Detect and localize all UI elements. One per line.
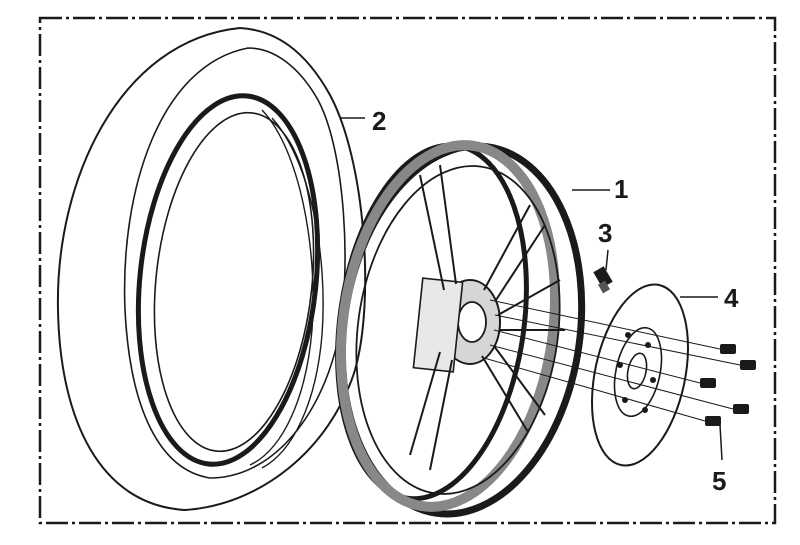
callout-5: 5 [712, 466, 726, 496]
valve [593, 266, 613, 294]
callout-1: 1 [614, 174, 628, 204]
bolts [700, 344, 756, 426]
brake-disc [591, 283, 689, 467]
callout-4: 4 [724, 283, 739, 313]
explode-lines [483, 299, 741, 422]
callout-3: 3 [598, 218, 612, 248]
diagram-frame [38, 16, 777, 525]
callout-2: 2 [372, 106, 386, 136]
rim [335, 140, 586, 518]
leader-lines [340, 117, 723, 461]
tire [56, 26, 367, 512]
